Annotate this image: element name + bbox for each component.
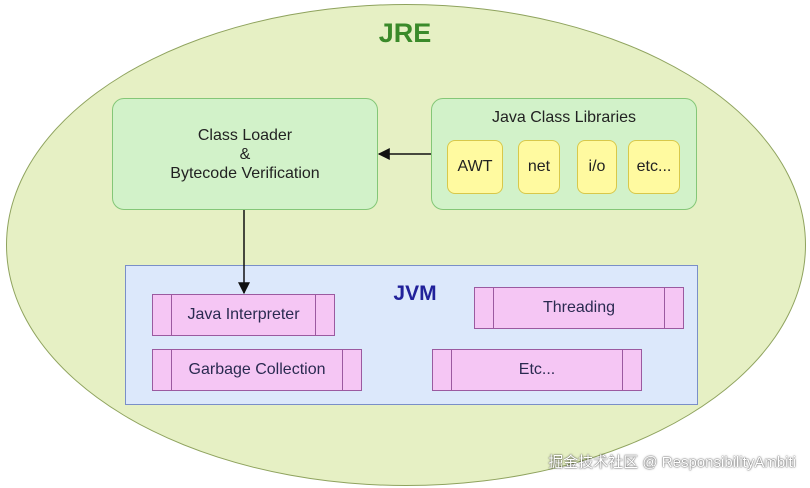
class-loader-box: Class Loader & Bytecode Verification xyxy=(112,98,378,210)
library-io: i/o xyxy=(577,140,617,194)
library-net: net xyxy=(518,140,560,194)
bytecode-verification-label: Bytecode Verification xyxy=(170,164,320,182)
class-loader-ampersand: & xyxy=(239,145,251,163)
etc-block: Etc... xyxy=(432,349,642,391)
java-class-libraries-box: Java Class Libraries AWT net i/o etc... xyxy=(431,98,697,210)
java-interpreter-block: Java Interpreter xyxy=(152,294,335,336)
java-class-libraries-title: Java Class Libraries xyxy=(491,109,637,126)
library-etc: etc... xyxy=(628,140,680,194)
threading-block: Threading xyxy=(474,287,684,329)
garbage-collection-block: Garbage Collection xyxy=(152,349,362,391)
jre-container xyxy=(6,4,806,486)
jre-title: JRE xyxy=(378,18,432,48)
jvm-title: JVM xyxy=(393,282,437,305)
library-awt: AWT xyxy=(447,140,503,194)
watermark: 掘金技术社区 @ ResponsibilityAmbiti xyxy=(548,454,796,471)
class-loader-label: Class Loader xyxy=(197,126,293,144)
